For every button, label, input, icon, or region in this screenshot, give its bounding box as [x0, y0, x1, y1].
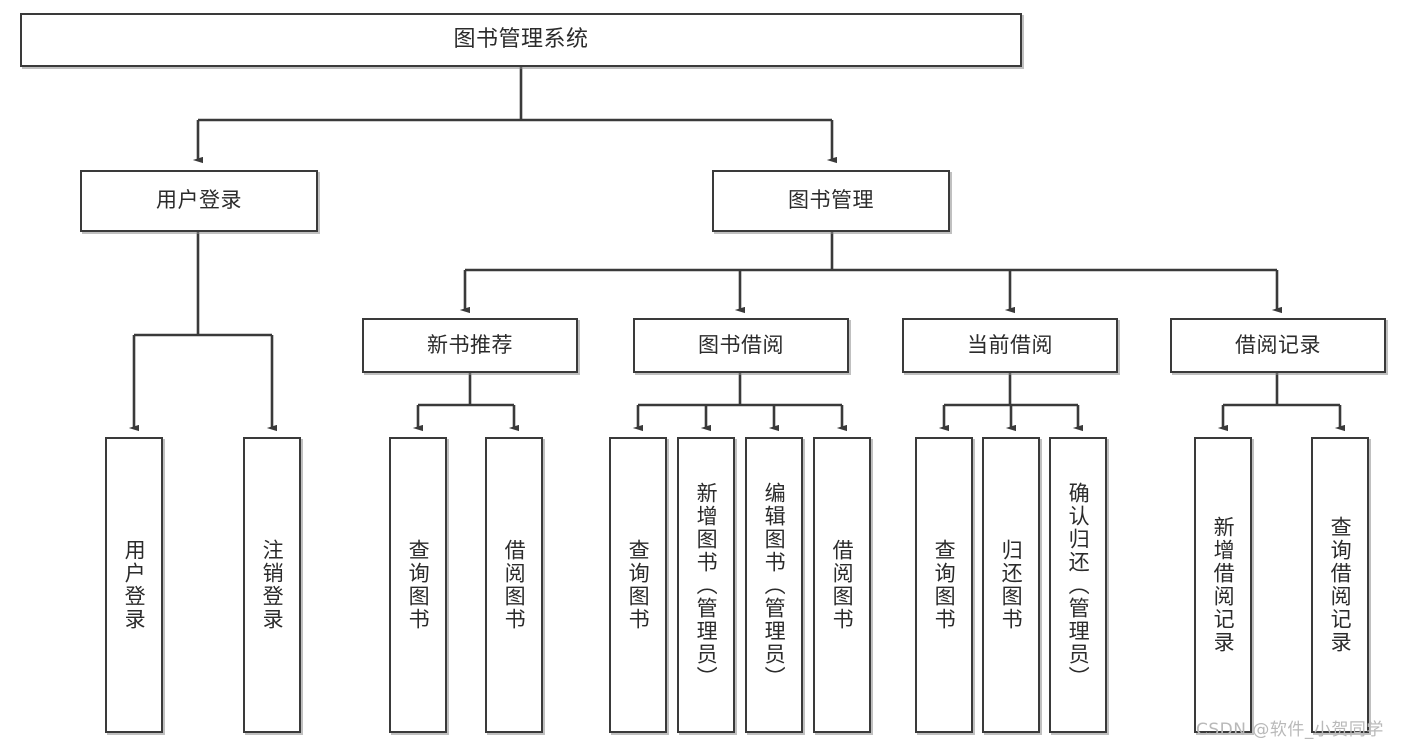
- leaf-current-borrow-return[interactable]: 归还图书: [982, 437, 1040, 733]
- leaf-borrow-record-query[interactable]: 查询借阅记录: [1311, 437, 1369, 733]
- node-new-book-recommend[interactable]: 新书推荐: [362, 318, 578, 373]
- node-label: 用户登录: [122, 539, 147, 631]
- leaf-new-book-query[interactable]: 查询图书: [389, 437, 447, 733]
- node-label: 借阅图书: [502, 539, 527, 631]
- leaf-book-borrow-edit[interactable]: 编辑图书（管理员）: [745, 437, 803, 733]
- node-borrow-record[interactable]: 借阅记录: [1170, 318, 1386, 373]
- node-book-borrow[interactable]: 图书借阅: [633, 318, 849, 373]
- node-label: 归还图书: [999, 539, 1024, 631]
- node-label: 新增借阅记录: [1211, 516, 1236, 654]
- node-label: 查询图书: [406, 539, 431, 631]
- node-label: 用户登录: [156, 188, 242, 213]
- node-label: 确认归还（管理员）: [1066, 481, 1091, 689]
- leaf-new-book-borrow[interactable]: 借阅图书: [485, 437, 543, 733]
- node-label: 当前借阅: [967, 332, 1053, 357]
- node-label: 新增图书（管理员）: [694, 481, 719, 689]
- node-label: 查询借阅记录: [1328, 516, 1353, 654]
- node-root-library-system[interactable]: 图书管理系统: [20, 13, 1022, 67]
- node-label: 借阅图书: [830, 539, 855, 631]
- node-label: 查询图书: [932, 539, 957, 631]
- node-book-management[interactable]: 图书管理: [712, 170, 950, 232]
- node-label: 新书推荐: [427, 332, 513, 357]
- node-label: 借阅记录: [1235, 332, 1321, 357]
- node-label: 图书管理系统: [453, 26, 589, 52]
- leaf-current-borrow-confirm-return[interactable]: 确认归还（管理员）: [1049, 437, 1107, 733]
- node-label: 图书借阅: [698, 332, 784, 357]
- node-user-login[interactable]: 用户登录: [80, 170, 318, 232]
- node-current-borrow[interactable]: 当前借阅: [902, 318, 1118, 373]
- node-label: 注销登录: [260, 539, 285, 631]
- leaf-borrow-record-add[interactable]: 新增借阅记录: [1194, 437, 1252, 733]
- leaf-book-borrow-query[interactable]: 查询图书: [609, 437, 667, 733]
- leaf-user-login-logout[interactable]: 注销登录: [243, 437, 301, 733]
- leaf-user-login-login[interactable]: 用户登录: [105, 437, 163, 733]
- node-label: 查询图书: [626, 539, 651, 631]
- leaf-book-borrow-add[interactable]: 新增图书（管理员）: [677, 437, 735, 733]
- leaf-book-borrow-borrow[interactable]: 借阅图书: [813, 437, 871, 733]
- node-label: 编辑图书（管理员）: [762, 481, 787, 689]
- leaf-current-borrow-query[interactable]: 查询图书: [915, 437, 973, 733]
- node-label: 图书管理: [788, 188, 874, 213]
